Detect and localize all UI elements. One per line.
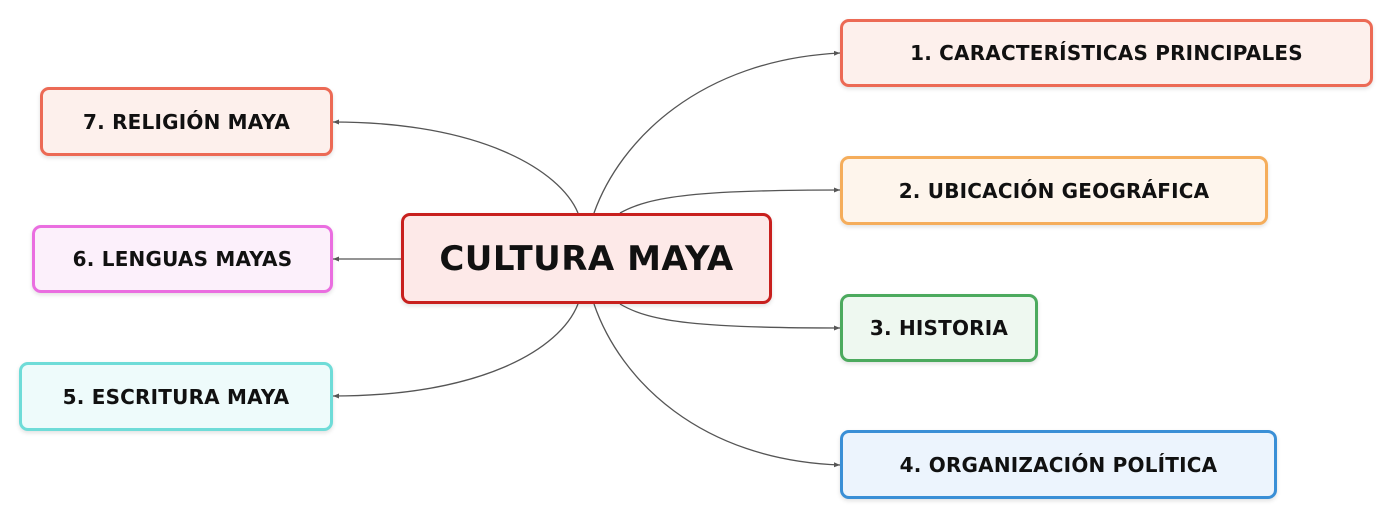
central-topic-label: CULTURA MAYA [439,238,734,279]
branch-label-lenguas: 6. LENGUAS MAYAS [72,247,293,271]
branch-node-historia[interactable]: 3. HISTORIA [840,294,1038,362]
branch-label-historia: 3. HISTORIA [869,316,1009,340]
connector-center-to-3 [619,303,841,331]
branch-label-escritura: 5. ESCRITURA MAYA [62,384,290,409]
central-topic-node[interactable]: CULTURA MAYA [401,213,772,304]
branch-label-ubicacion: 2. UBICACIÓN GEOGRÁFICA [898,178,1210,203]
branch-node-organizacion[interactable]: 4. ORGANIZACIÓN POLÍTICA [840,430,1277,499]
branch-label-religion: 7. RELIGIÓN MAYA [83,109,290,134]
branch-node-ubicacion[interactable]: 2. UBICACIÓN GEOGRÁFICA [840,156,1268,225]
branch-label-caracteristicas: 1. CARACTERÍSTICAS PRINCIPALES [910,41,1303,65]
branch-node-religion[interactable]: 7. RELIGIÓN MAYA [40,87,333,156]
connector-center-to-4 [593,303,841,468]
branch-node-caracteristicas[interactable]: 1. CARACTERÍSTICAS PRINCIPALES [840,19,1373,87]
connector-center-to-1 [593,50,841,214]
branch-node-escritura[interactable]: 5. ESCRITURA MAYA [19,362,333,431]
connector-center-to-7 [332,119,579,214]
connector-center-to-2 [619,187,841,214]
connector-center-to-5 [332,303,579,399]
branch-label-organizacion: 4. ORGANIZACIÓN POLÍTICA [899,452,1218,477]
branch-node-lenguas[interactable]: 6. LENGUAS MAYAS [32,225,333,293]
